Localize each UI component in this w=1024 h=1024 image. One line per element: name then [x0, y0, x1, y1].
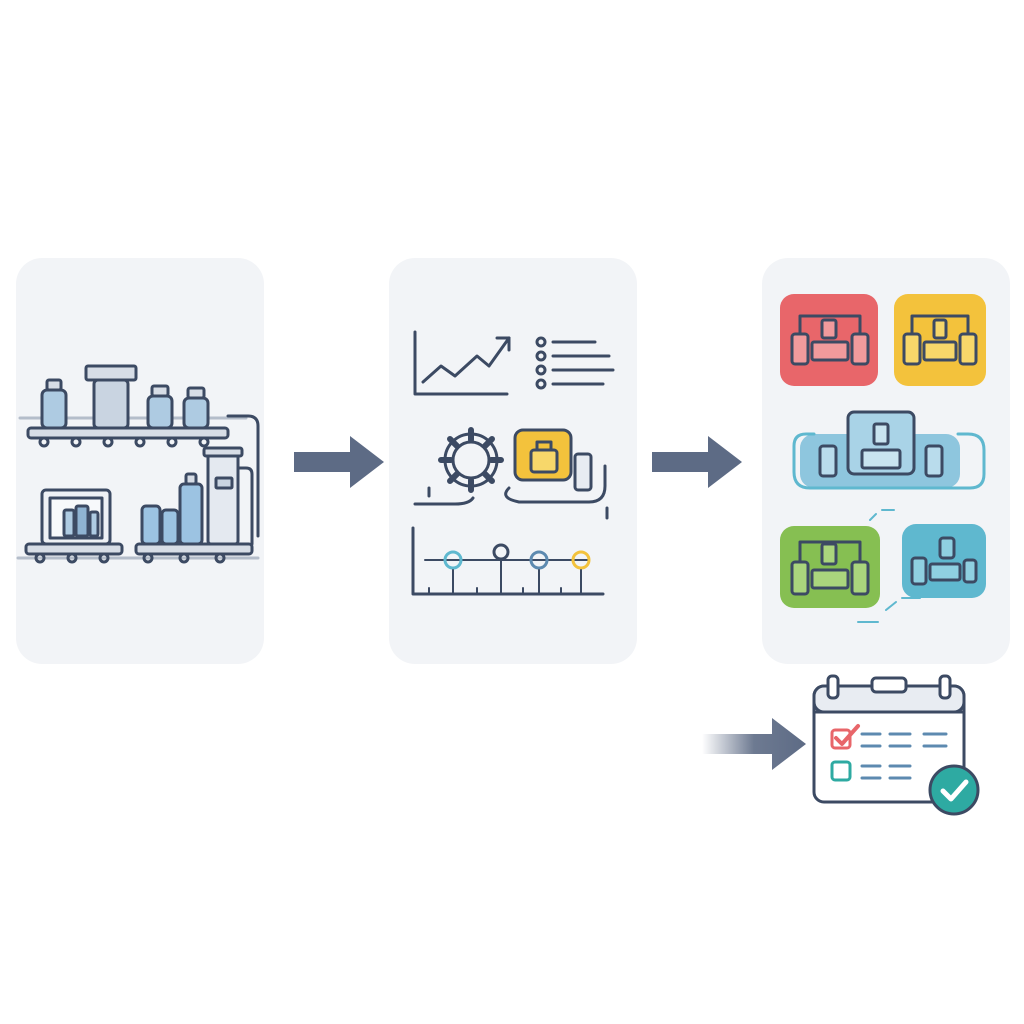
production-lines-panel	[16, 258, 264, 664]
flow-arrow-1	[294, 436, 384, 488]
check-badge-icon	[928, 764, 980, 816]
scheduled-lines-panel	[762, 258, 1010, 664]
flow-arrow-3	[702, 718, 806, 770]
analytics-gear-timeline-icon	[411, 330, 615, 596]
analysis-panel	[389, 258, 637, 664]
gear-icon	[438, 427, 504, 493]
calendar-checklist-icon	[812, 674, 980, 816]
flow-arrow-2	[652, 436, 742, 488]
color-coded-machines-icon	[780, 294, 986, 623]
factory-production-lines-icon	[16, 364, 260, 564]
